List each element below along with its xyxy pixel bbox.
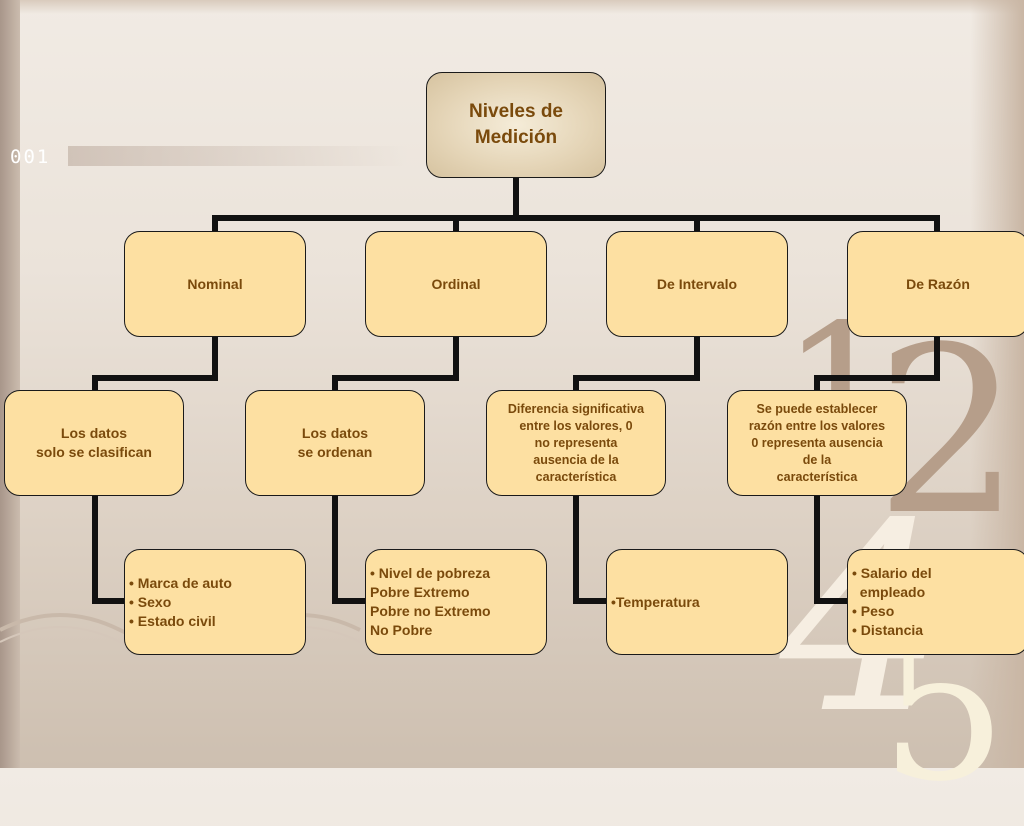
example-item: •Temperatura	[611, 593, 700, 610]
level-name: De Razón	[906, 276, 970, 292]
description-line: se ordenan	[297, 444, 373, 460]
example-item: No Pobre	[370, 622, 433, 638]
level-name: De Intervalo	[656, 276, 738, 292]
example-item: • Peso	[852, 603, 895, 619]
description-node-razon: Se puede establecer razón entre los valo…	[727, 390, 907, 496]
description-line: solo se clasifican	[36, 444, 152, 460]
connector-lines	[92, 178, 940, 604]
examples-list: •Temperatura	[611, 593, 700, 612]
level-node-intervalo: De Intervalo	[606, 231, 788, 337]
background-frame-left	[0, 0, 20, 768]
description-line: Los datos	[60, 425, 128, 441]
description-line: de la	[802, 452, 832, 467]
example-item: Pobre Extremo	[370, 584, 470, 600]
example-item: Pobre no Extremo	[370, 603, 491, 619]
description-line: Los datos	[301, 425, 369, 441]
level-name: Nominal	[187, 276, 243, 292]
level-node-ordinal: Ordinal	[365, 231, 547, 337]
background-frame-top	[0, 0, 1024, 14]
examples-node-nominal: • Marca de auto • Sexo • Estado civil	[124, 549, 306, 655]
examples-list: • Nivel de pobreza Pobre Extremo Pobre n…	[370, 564, 491, 640]
description-line: entre los valores, 0	[519, 418, 633, 433]
example-item: • Sexo	[129, 593, 172, 610]
example-item: • Salario del	[852, 565, 932, 581]
root-node-niveles-de-medicion: Niveles de Medición	[426, 72, 606, 178]
example-item: • Estado civil	[129, 612, 216, 629]
description-line: característica	[535, 469, 617, 484]
description-node-nominal: Los datos solo se clasifican	[4, 390, 184, 496]
examples-node-razon: • Salario del empleado • Peso • Distanci…	[847, 549, 1024, 655]
binary-text: 001	[10, 146, 51, 168]
example-item: • Marca de auto	[129, 574, 232, 591]
binary-fade-strip	[68, 146, 408, 166]
example-item: • Nivel de pobreza	[370, 565, 491, 581]
level-node-razon: De Razón	[847, 231, 1024, 337]
description-line: ausencia de la	[533, 452, 619, 467]
description-line: razón entre los valores	[748, 418, 886, 433]
example-item: empleado	[852, 584, 926, 600]
examples-node-ordinal: • Nivel de pobreza Pobre Extremo Pobre n…	[365, 549, 547, 655]
root-title-line-1: Niveles de	[469, 101, 563, 122]
examples-list: • Marca de auto • Sexo • Estado civil	[129, 574, 232, 631]
description-line: Se puede establecer	[756, 401, 878, 416]
description-line: Diferencia significativa	[507, 401, 645, 416]
level-name: Ordinal	[431, 276, 481, 292]
description-node-intervalo: Diferencia significativa entre los valor…	[486, 390, 666, 496]
level-node-nominal: Nominal	[124, 231, 306, 337]
example-item: • Distancia	[852, 622, 924, 638]
root-title-line-2: Medición	[474, 127, 558, 148]
description-line: 0 representa ausencia	[751, 435, 883, 450]
description-node-ordinal: Los datos se ordenan	[245, 390, 425, 496]
examples-list: • Salario del empleado • Peso • Distanci…	[852, 564, 932, 640]
examples-node-intervalo: •Temperatura	[606, 549, 788, 655]
description-line: característica	[776, 469, 858, 484]
description-line: no representa	[534, 435, 618, 450]
